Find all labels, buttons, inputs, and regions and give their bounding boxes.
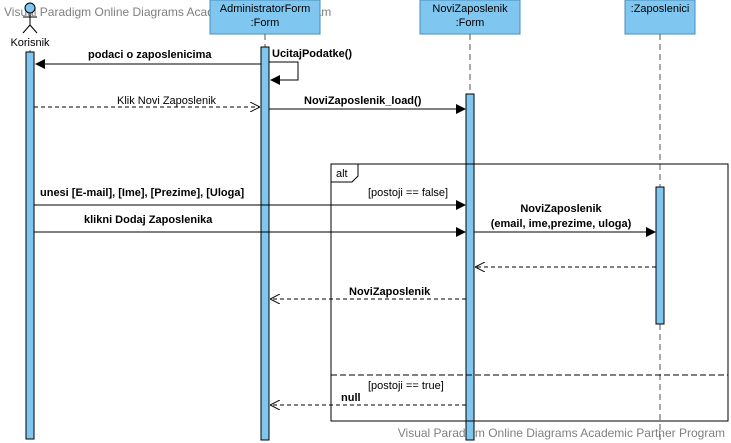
message-ucitaj-arrow[interactable] — [269, 61, 299, 85]
message-null-label: null — [341, 392, 361, 404]
message-return-novi-label: NoviZaposlenik — [349, 286, 431, 298]
admin-type: :Form — [251, 17, 280, 29]
alt-frame — [330, 163, 729, 422]
message-create-label-2: (email, ime,prezime, uloga) — [491, 218, 632, 230]
message-klikni-label: klikni Dodaj Zaposlenika — [84, 214, 213, 226]
lifeline-head-admin[interactable]: AdministratorForm :Form — [209, 0, 321, 35]
actor-name: Korisnik — [10, 37, 50, 49]
lifeline-head-zaposlenici[interactable]: :Zaposlenici — [624, 0, 696, 35]
message-create-label-1: NoviZaposlenik — [520, 203, 602, 215]
admin-title: AdministratorForm — [220, 3, 310, 15]
message-unesi-label: unesi [E-mail], [Ime], [Prezime], [Uloga… — [40, 187, 244, 199]
activation-zaposlenici — [655, 186, 665, 325]
lifeline-head-novi[interactable]: NoviZaposlenik :Form — [419, 0, 521, 35]
alt-operator: alt — [336, 168, 348, 180]
zaposlenici-title: :Zaposlenici — [631, 3, 690, 15]
message-klik-novi-label: Klik Novi Zaposlenik — [117, 95, 217, 107]
activation-novi — [465, 93, 475, 441]
novi-type: :Form — [456, 17, 485, 29]
activation-korisnik — [25, 51, 35, 440]
novi-title: NoviZaposlenik — [432, 3, 508, 15]
message-ucitaj-label: UcitajPodatke() — [272, 48, 352, 60]
alt-operator-box — [330, 163, 359, 183]
watermark-bottom: Visual Paradigm Online Diagrams Academic… — [398, 426, 725, 440]
alt-guard-2: [postoji == true] — [368, 380, 444, 392]
alt-fragment: alt [postoji == false] [postoji == true] — [330, 163, 729, 422]
actor-korisnik[interactable]: Korisnik — [10, 2, 50, 49]
message-load-label: NoviZaposlenik_load() — [304, 95, 422, 107]
alt-guard-1: [postoji == false] — [368, 187, 448, 199]
activation-admin — [260, 46, 270, 441]
message-podaci-label: podaci o zaposlenicima — [88, 49, 212, 61]
actor-icon — [22, 2, 38, 34]
